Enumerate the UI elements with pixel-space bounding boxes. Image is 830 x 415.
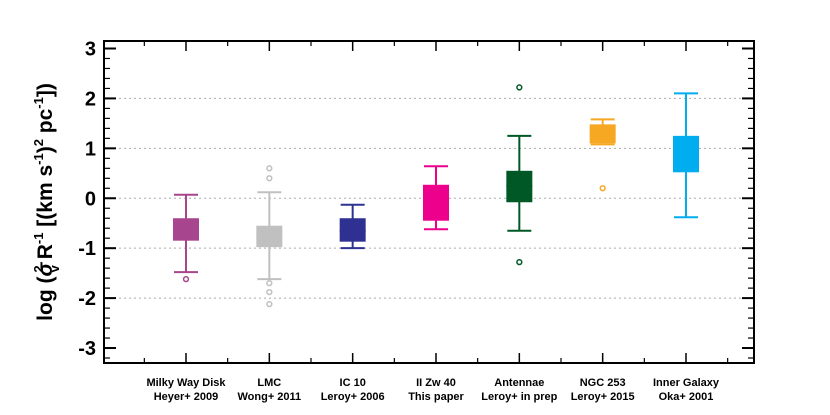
x-category-sublabel: Leroy+ 2006 (321, 391, 385, 403)
ylabel-prefix: log ( (34, 277, 57, 321)
x-category-label: IC 10 (340, 377, 366, 389)
ylabel-pc-sup: -1 (31, 97, 46, 109)
ylabel-sigma: σ (34, 262, 57, 277)
plot-frame (103, 40, 755, 364)
x-category-label: Inner Galaxy (653, 377, 720, 389)
y-tick-label: -1 (78, 238, 96, 260)
box-outlier (599, 185, 606, 192)
box-outlier (516, 84, 523, 91)
x-category-label: II Zw 40 (416, 377, 456, 389)
box-outlier (266, 175, 273, 182)
ylabel-sigma-sup: 2 (31, 265, 46, 272)
y-axis-title: log (σ2v R-1 [(km s-1)2 pc-1]) (31, 83, 62, 321)
y-tick-label: 1 (85, 138, 96, 160)
x-category-sublabel: Leroy+ in prep (481, 391, 557, 403)
ylabel-pc: pc (34, 108, 57, 139)
box-outlier (266, 279, 273, 287)
ylabel-r: R (34, 244, 57, 265)
ylabel-s-sup: -1 (31, 153, 46, 165)
box-outlier (266, 288, 273, 296)
box-outlier (182, 275, 190, 283)
ylabel-r-sup: -1 (31, 233, 46, 245)
x-category-sublabel: Oka+ 2001 (659, 391, 714, 403)
y-tick-label: 0 (85, 188, 96, 210)
x-category-label: Antennae (494, 377, 544, 389)
ylabel-unit-open: [(km s (34, 165, 57, 233)
x-category-sublabel: Leroy+ 2015 (571, 391, 635, 403)
box-outlier (266, 300, 273, 308)
x-category-sublabel: This paper (408, 391, 464, 403)
x-category-label: Milky Way Disk (146, 377, 226, 389)
box-iqr (589, 124, 616, 144)
box-iqr (423, 184, 449, 221)
ylabel-paren-sup: 2 (31, 139, 46, 146)
box-iqr (256, 225, 283, 248)
x-category-label: LMC (257, 377, 281, 389)
y-tick-label: 3 (85, 38, 96, 60)
x-category-sublabel: Wong+ 2011 (237, 391, 301, 403)
ylabel-suffix: ]) (34, 83, 57, 97)
svg-text:log (σ2v R-1 [(km s-1)2 pc-1]): log (σ2v R-1 [(km s-1)2 pc-1]) (31, 83, 62, 321)
y-tick-label: -2 (78, 288, 96, 310)
box-plots (173, 84, 699, 308)
y-tick-label: -3 (78, 338, 96, 360)
box-outlier (266, 165, 273, 172)
box-outlier (516, 259, 523, 266)
ylabel-sigma-sub: v (47, 264, 62, 272)
x-category-sublabel: Heyer+ 2009 (154, 391, 219, 403)
y-tick-label: 2 (85, 88, 96, 110)
x-category-label: NGC 253 (580, 377, 626, 389)
ylabel-unit-mid: ) (34, 146, 57, 153)
